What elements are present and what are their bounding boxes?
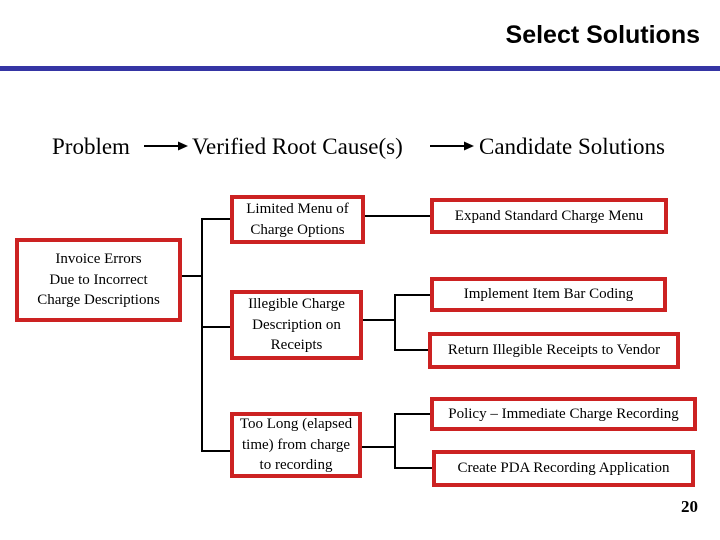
solution-box-expand-menu: Expand Standard Charge Menu bbox=[430, 198, 668, 234]
arrow-right-icon bbox=[430, 141, 474, 151]
solution-box-policy-recording: Policy – Immediate Charge Recording bbox=[430, 397, 697, 431]
connector-line bbox=[396, 413, 430, 415]
column-header-root-cause: Verified Root Cause(s) bbox=[192, 134, 403, 159]
arrow-right-icon bbox=[144, 141, 188, 151]
connector-line bbox=[203, 218, 230, 220]
root-cause-box-too-long: Too Long (elapsed time) from charge to r… bbox=[230, 412, 362, 478]
root-cause-box-limited-menu: Limited Menu of Charge Options bbox=[230, 195, 365, 244]
connector-line bbox=[363, 319, 395, 321]
page-number: 20 bbox=[681, 497, 698, 516]
connector-line bbox=[396, 467, 432, 469]
connector-line bbox=[394, 413, 396, 469]
solution-box-return-receipts: Return Illegible Receipts to Vendor bbox=[428, 332, 680, 369]
connector-line bbox=[396, 294, 430, 296]
connector-line bbox=[203, 450, 230, 452]
problem-box: Invoice Errors Due to Incorrect Charge D… bbox=[15, 238, 182, 322]
connector-line bbox=[396, 349, 428, 351]
connector-line bbox=[362, 446, 395, 448]
connector-line bbox=[394, 294, 396, 351]
connector-line bbox=[182, 275, 202, 277]
connector-line bbox=[365, 215, 430, 217]
connector-line bbox=[201, 218, 203, 452]
solution-box-pda-application: Create PDA Recording Application bbox=[432, 450, 695, 487]
root-cause-box-illegible-description: Illegible Charge Description on Receipts bbox=[230, 290, 363, 360]
column-header-problem: Problem bbox=[52, 134, 130, 159]
connector-line bbox=[203, 326, 230, 328]
column-header-candidate-solutions: Candidate Solutions bbox=[479, 134, 665, 159]
solution-box-bar-coding: Implement Item Bar Coding bbox=[430, 277, 667, 312]
title-divider bbox=[0, 66, 720, 71]
slide-title: Select Solutions bbox=[505, 21, 700, 49]
